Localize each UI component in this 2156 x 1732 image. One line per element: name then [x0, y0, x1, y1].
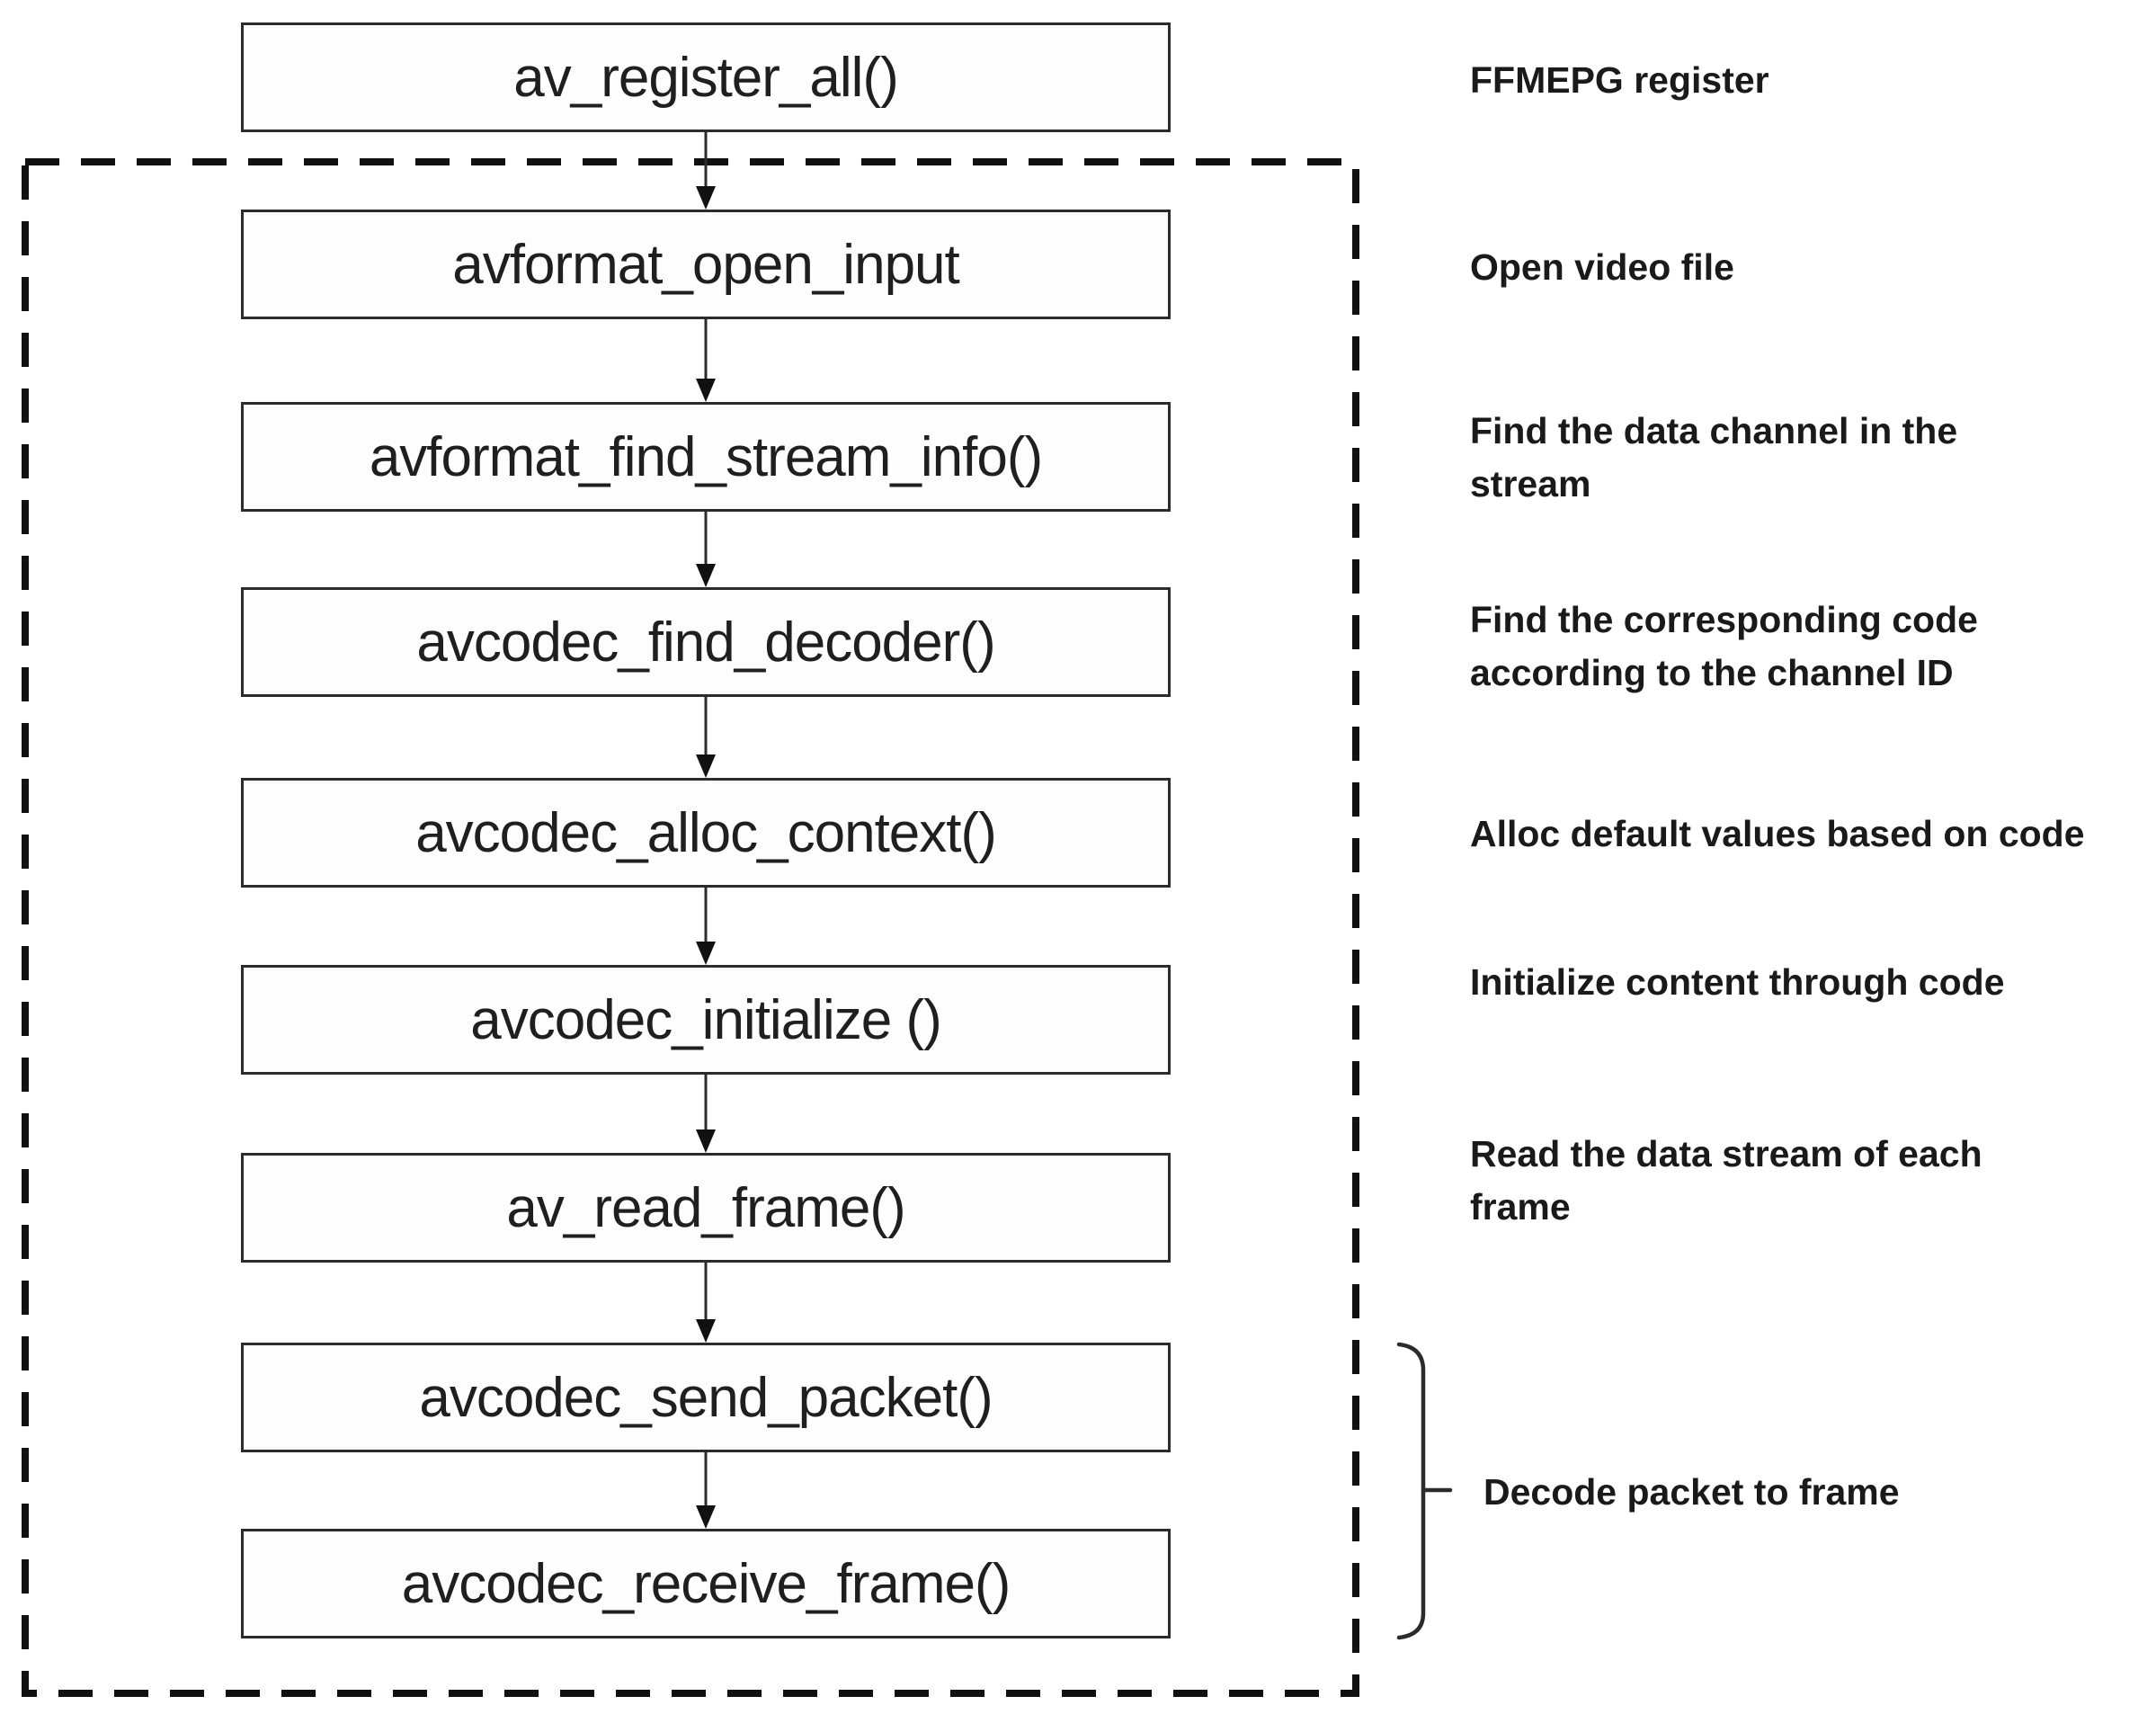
note-read-data-stream: Read the data stream of each frame	[1470, 1133, 1982, 1228]
flow-arrow-7	[696, 1263, 716, 1343]
flow-box-av-read-frame: av_read_frame()	[241, 1153, 1171, 1263]
dashed-scope-border	[22, 158, 1359, 1697]
note-open-video-file: Open video file	[1470, 246, 1734, 288]
flow-box-avcodec-initialize: avcodec_initialize ()	[241, 965, 1171, 1075]
note-alloc-default-values: Alloc default values based on code	[1470, 813, 2085, 854]
note-ffmpeg-register: FFMEPG register	[1470, 59, 1769, 101]
flow-arrow-2	[696, 319, 716, 402]
note-initialize-content: Initialize content through code	[1470, 961, 2005, 1003]
note-find-corresponding-code: Find the corresponding code according to…	[1470, 599, 1978, 693]
note-decode-packet-to-frame: Decode packet to frame	[1483, 1471, 1900, 1513]
flow-box-avformat-find-stream-info: avformat_find_stream_info()	[241, 402, 1171, 512]
flow-box-av-register-all: av_register_all()	[241, 22, 1171, 132]
flow-arrow-6	[696, 1075, 716, 1153]
flow-arrow-8	[696, 1452, 716, 1529]
decode-group-bracket	[1396, 1342, 1453, 1640]
flow-box-avcodec-receive-frame: avcodec_receive_frame()	[241, 1529, 1171, 1638]
flow-arrow-1	[696, 132, 716, 210]
flow-arrow-4	[696, 697, 716, 778]
flow-arrow-3	[696, 512, 716, 587]
flow-box-avformat-open-input: avformat_open_input	[241, 210, 1171, 319]
note-find-data-channel: Find the data channel in the stream	[1470, 410, 1958, 504]
flow-box-avcodec-send-packet: avcodec_send_packet()	[241, 1343, 1171, 1452]
flow-arrows	[696, 132, 716, 1529]
flow-box-avcodec-find-decoder: avcodec_find_decoder()	[241, 587, 1171, 697]
flow-arrow-5	[696, 888, 716, 965]
flow-box-avcodec-alloc-context: avcodec_alloc_context()	[241, 778, 1171, 888]
